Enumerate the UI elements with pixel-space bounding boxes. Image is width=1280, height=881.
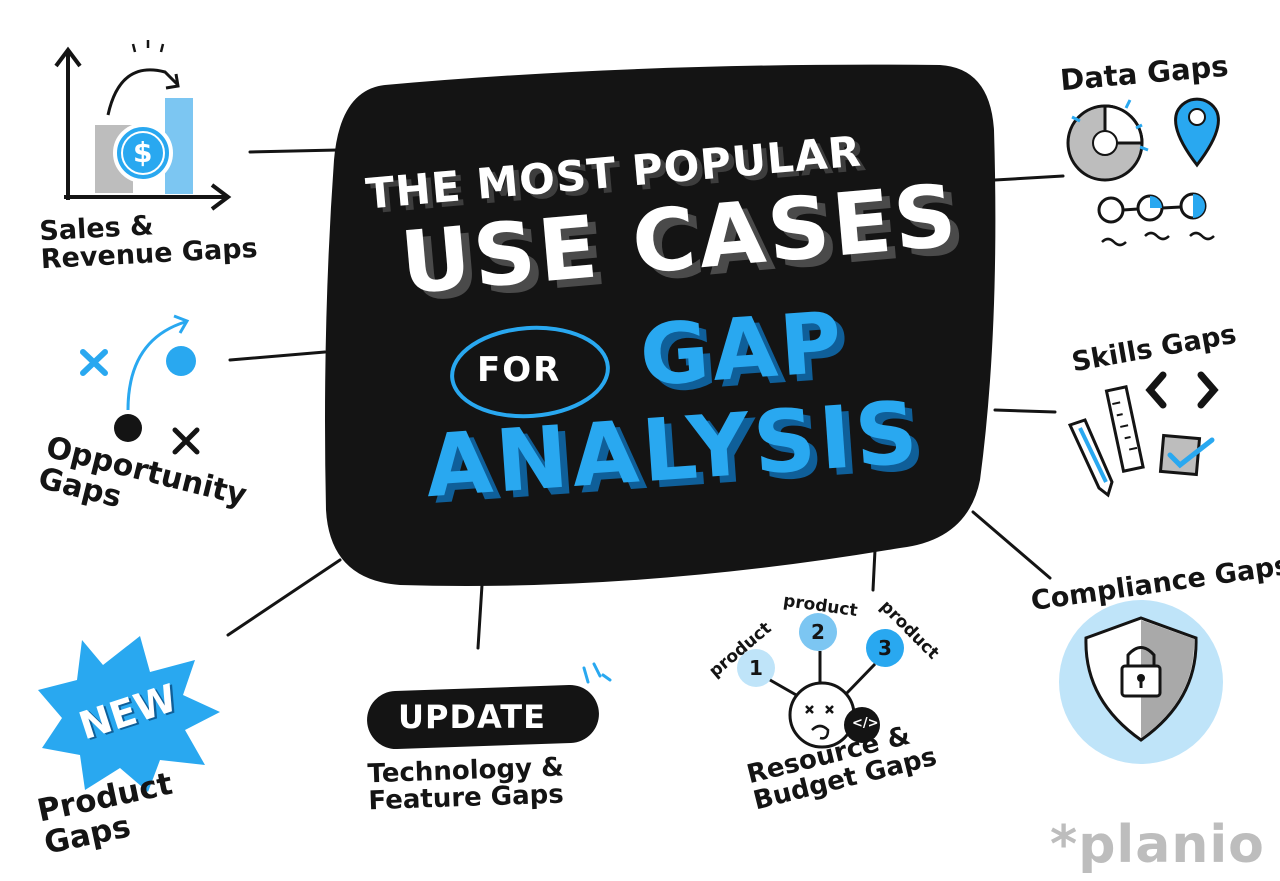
resource-budget-icon xyxy=(737,613,904,749)
code-badge-label: </> xyxy=(852,716,879,731)
connector-sales xyxy=(248,148,340,154)
update-badge-label: UPDATE xyxy=(398,698,546,736)
connector-compliance xyxy=(971,510,1052,580)
connector-resource xyxy=(871,548,877,592)
chalkboard-panel xyxy=(325,64,996,586)
connector-product xyxy=(226,558,342,637)
dollar-sign: $ xyxy=(133,136,153,169)
label-technology-feature-gaps: Technology & Feature Gaps xyxy=(367,752,565,817)
new-starburst-icon xyxy=(38,636,220,792)
connector-data xyxy=(993,174,1065,182)
connector-skills xyxy=(993,408,1057,414)
skills-tools-icon xyxy=(1067,371,1219,498)
data-charts-icon xyxy=(1066,97,1220,247)
opportunity-play-icon xyxy=(80,314,200,455)
title-line-3: FOR xyxy=(477,350,562,390)
product-2-number: 2 xyxy=(811,620,825,644)
connector-lines xyxy=(226,148,1065,650)
product-3-number: 3 xyxy=(878,636,892,660)
product-1-number: 1 xyxy=(749,656,763,680)
compliance-shield-icon xyxy=(1059,600,1223,764)
connector-opportunity xyxy=(228,350,327,362)
sales-chart-icon xyxy=(54,40,232,211)
update-pill-icon xyxy=(367,662,612,750)
for-circle xyxy=(450,325,610,419)
title-line-4: GAP xyxy=(636,292,848,406)
label-sales-revenue-gaps: Sales & Revenue Gaps xyxy=(38,210,259,276)
planio-logo: *planio xyxy=(1050,815,1265,875)
connector-technology xyxy=(476,583,484,650)
